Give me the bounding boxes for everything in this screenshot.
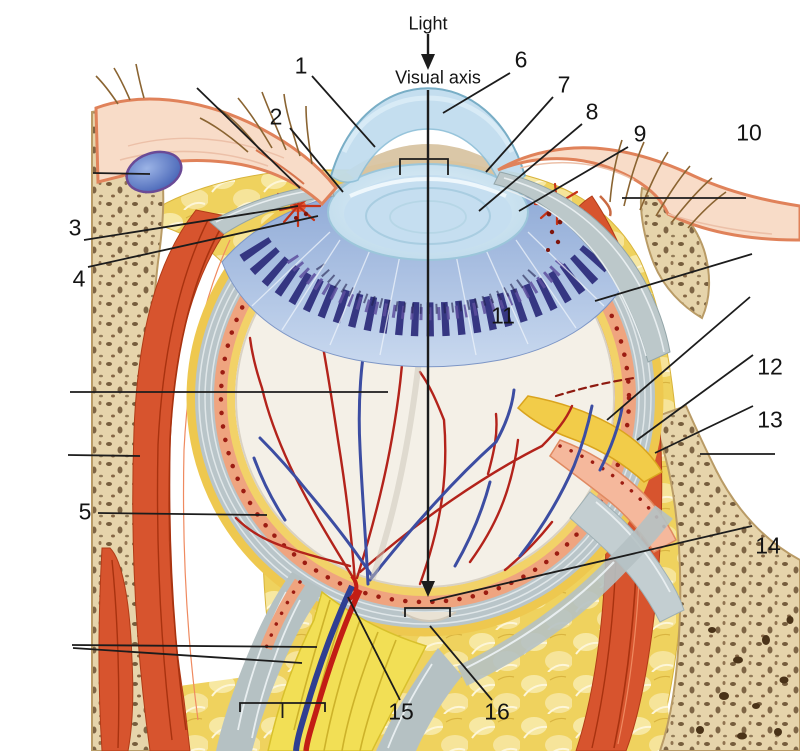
number-label-14: 14 <box>755 532 781 559</box>
visual-axis-label: Visual axis <box>395 67 481 88</box>
number-label-16: 16 <box>484 698 510 725</box>
number-label-11: 11 <box>491 302 515 329</box>
lower-left-muscle <box>98 547 134 751</box>
number-label-8: 8 <box>585 98 599 125</box>
number-label-4: 4 <box>72 265 86 292</box>
leader-line-1 <box>311 75 376 148</box>
leader-line <box>594 253 753 302</box>
leader-line <box>606 296 751 421</box>
central-retinal-artery <box>303 588 363 751</box>
eyelid-gland <box>125 150 183 194</box>
leader-line-2 <box>289 127 344 193</box>
light-label: Light <box>408 13 448 34</box>
light-arrow-head <box>421 54 435 70</box>
number-label-13: 13 <box>757 406 783 433</box>
central-retinal-vein <box>293 584 355 751</box>
fascia-stripe <box>465 561 615 669</box>
number-label-15: 15 <box>388 698 414 725</box>
visual-axis-arrow-head <box>421 581 435 597</box>
fovea-bracket <box>404 607 451 617</box>
leader-line-16 <box>429 625 493 701</box>
leader-line-9 <box>518 146 629 212</box>
number-label-1: 1 <box>294 52 308 79</box>
number-label-3: 3 <box>68 214 82 241</box>
leader-line <box>71 644 318 648</box>
leader-line-5 <box>97 512 268 516</box>
leader-line <box>72 647 303 664</box>
cornea-chamber-bracket <box>399 158 449 175</box>
leader-line <box>67 454 141 457</box>
number-label-7: 7 <box>557 71 571 98</box>
leader-line-13 <box>654 405 754 454</box>
leader-line-4 <box>87 215 319 268</box>
number-label-12: 12 <box>757 353 783 380</box>
choroid-wedge <box>516 395 664 483</box>
leader-line-6 <box>442 72 511 114</box>
leader-line-3 <box>83 205 299 241</box>
leader-line-12 <box>636 354 754 441</box>
leader-line-14 <box>429 525 753 602</box>
leader-line-15 <box>347 596 401 701</box>
bone-right <box>650 404 800 751</box>
fovea-dip <box>401 611 457 622</box>
number-label-9: 9 <box>633 120 647 147</box>
number-label-10: 10 <box>736 119 762 146</box>
leader-line <box>196 87 301 189</box>
choroid-dot-ring <box>218 191 632 605</box>
number-label-5: 5 <box>78 498 92 525</box>
leader-line-7 <box>485 96 554 173</box>
fascia-band-lower <box>457 505 673 686</box>
leader-line <box>92 172 151 175</box>
leader-line-8 <box>478 123 583 212</box>
number-label-6: 6 <box>514 46 528 73</box>
optic-nerve-bracket <box>239 702 326 718</box>
number-label-2: 2 <box>269 103 283 130</box>
bone-speckles-dense <box>696 616 794 740</box>
